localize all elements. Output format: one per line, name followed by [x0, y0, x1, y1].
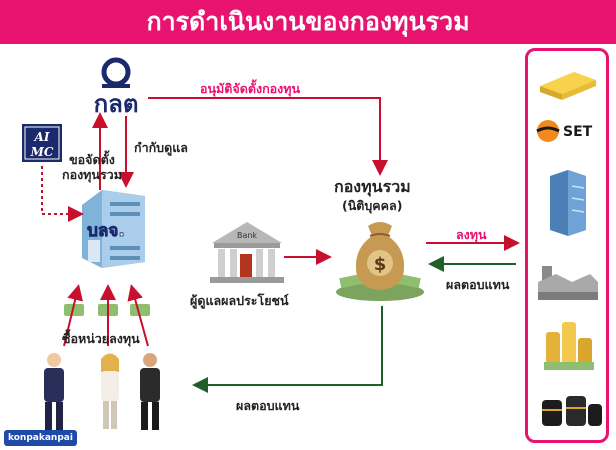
- request-label: ขอจัดตั้ง กองทุนรวม: [62, 152, 122, 182]
- fund-title: กองทุนรวม: [334, 177, 411, 196]
- page-title: การดำเนินงานของกองทุนรวม: [146, 7, 470, 36]
- approve-arrow: [148, 97, 388, 176]
- amc-label: บลจ.: [87, 221, 125, 241]
- header-bar: การดำเนินงานของกองทุนรวม: [0, 0, 616, 44]
- oil-barrels-icon: [542, 396, 602, 426]
- fund-subtitle: (นิติบุคคล): [342, 198, 403, 213]
- money-bag-icon: [336, 222, 424, 301]
- watermark-badge: konpakanpai: [4, 430, 77, 446]
- aimc-logo-bottom: MC: [30, 145, 54, 159]
- bank-sign: Bank: [237, 231, 257, 240]
- purchase-arrow-right: [127, 284, 149, 347]
- asset-panel: [525, 48, 609, 443]
- office-building-icon: [550, 170, 586, 236]
- aimc-logo-icon: [22, 124, 62, 162]
- approve-label: อนุมัติจัดตั้งกองทุน: [200, 81, 301, 96]
- set-logo-text: SET: [563, 124, 593, 140]
- supervise-label: กำกับดูแล: [134, 140, 188, 155]
- investor-returns-arrow: [192, 306, 383, 393]
- sec-logo-text: กลต: [94, 90, 139, 118]
- asset-returns-label: ผลตอบแทน: [446, 277, 510, 292]
- set-logo-icon: [536, 120, 560, 142]
- investor-man-icon: [44, 353, 64, 430]
- gold-bars-icon: [540, 72, 596, 100]
- bank-icon: [210, 222, 284, 283]
- bank-caption: ผู้ดูแลผลประโยชน์: [190, 293, 289, 308]
- aimc-arrow: [41, 166, 84, 222]
- investor-woman-icon: [101, 353, 119, 429]
- factory-icon: [538, 266, 598, 300]
- investor-returns-label: ผลตอบแทน: [236, 398, 300, 413]
- investor-businessman-icon: [140, 353, 160, 430]
- gold-coins-icon: [544, 322, 594, 370]
- aimc-logo-top: AI: [34, 130, 50, 144]
- investors-caption: ซื้อหน่วยลงทุน: [62, 331, 140, 346]
- invest-label: ลงทุน: [456, 227, 487, 242]
- sec-logo-icon: [101, 57, 131, 88]
- purchase-arrow-left: [63, 284, 83, 347]
- dollar-sign-icon: $: [374, 254, 387, 275]
- amc-building-icon: [82, 190, 145, 268]
- money-stacks-icon: [64, 304, 150, 316]
